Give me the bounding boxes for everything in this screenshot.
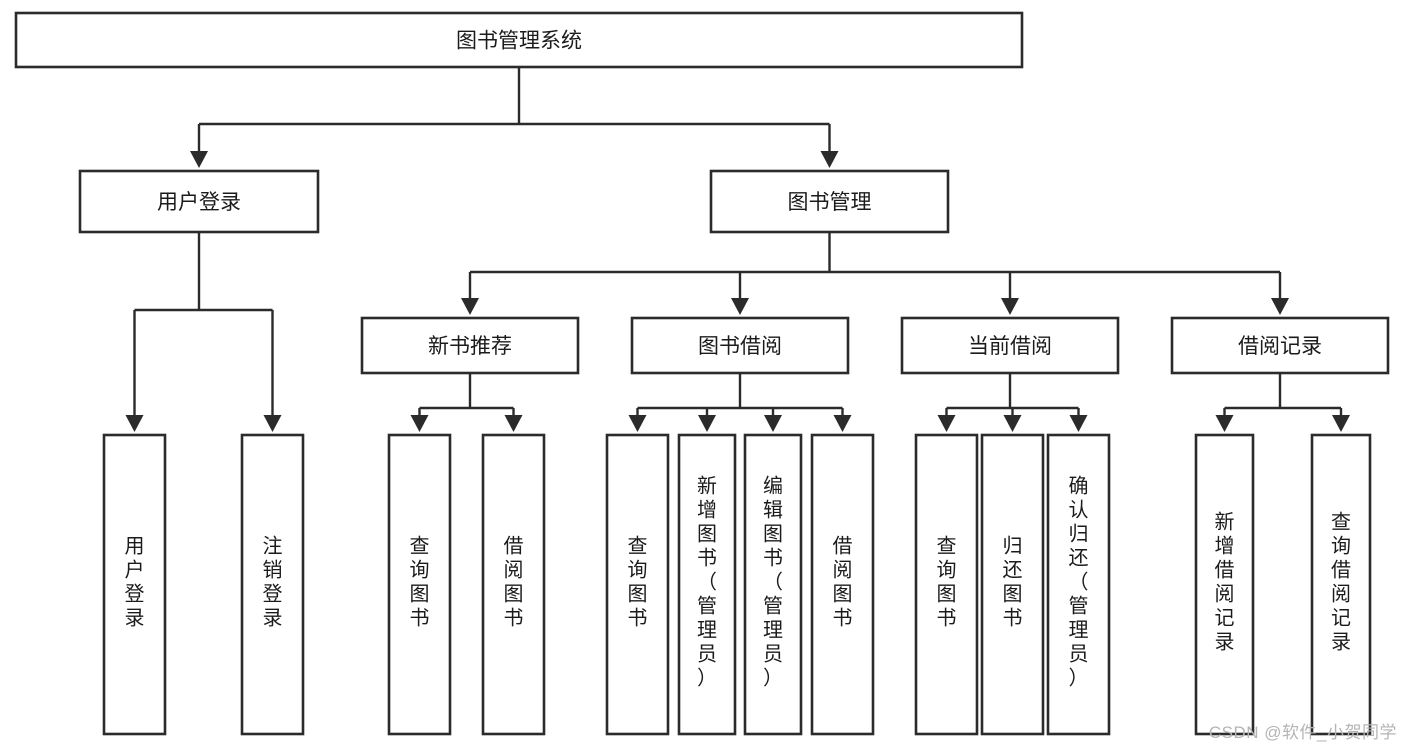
node-label: 用户登录 (157, 191, 241, 214)
node-box[interactable] (709, 169, 950, 234)
level3-node-borrow-record[interactable]: 借阅记录 (1170, 316, 1390, 375)
node-label: 确认归还（管理员） (1069, 475, 1089, 690)
node-label: 查询图书 (410, 535, 430, 630)
node-label: 图书管理 (788, 191, 872, 214)
arrow-head-icon (628, 415, 647, 432)
level3-node-book-borrow[interactable]: 图书借阅 (630, 316, 850, 375)
arrow-head-icon (764, 415, 782, 432)
node-box[interactable] (1170, 316, 1390, 375)
node-label: 新增图书（管理员） (697, 475, 717, 690)
node-box[interactable] (360, 316, 580, 375)
arrow-head-icon (504, 415, 523, 432)
leaf-node-leaf-query-book-1[interactable]: 查询图书 (387, 433, 452, 736)
arrow-head-icon (1069, 415, 1088, 432)
leaf-node-leaf-query-book-2[interactable]: 查询图书 (605, 433, 670, 736)
node-box[interactable] (1194, 433, 1255, 736)
node-box[interactable] (743, 433, 803, 736)
node-label: 注销登录 (263, 535, 283, 630)
node-box[interactable] (980, 433, 1045, 736)
node-label: 借阅图书 (504, 535, 524, 630)
node-box[interactable] (900, 316, 1120, 375)
node-box[interactable] (14, 11, 1024, 69)
node-label: 查询图书 (937, 535, 957, 630)
node-label: 用户登录 (125, 536, 145, 630)
arrow-head-icon (190, 151, 208, 168)
arrow-head-icon (1215, 415, 1234, 432)
arrow-head-icon (937, 415, 956, 432)
leaf-node-leaf-borrow-book-1[interactable]: 借阅图书 (481, 433, 546, 736)
level3-node-current-borrow[interactable]: 当前借阅 (900, 316, 1120, 375)
arrow-head-icon (1271, 298, 1289, 315)
arrow-head-icon (1332, 415, 1350, 432)
node-label: 当前借阅 (968, 335, 1052, 358)
leaf-node-leaf-confirm-return-admin[interactable]: 确认归还（管理员） (1046, 433, 1111, 736)
node-box[interactable] (810, 433, 875, 736)
node-label: 图书管理系统 (456, 30, 582, 53)
leaf-node-leaf-user-logout[interactable]: 注销登录 (240, 433, 305, 736)
root-node-book-management-system[interactable]: 图书管理系统 (14, 11, 1024, 69)
arrow-head-icon (125, 415, 144, 432)
node-box[interactable] (78, 169, 320, 234)
node-box[interactable] (481, 433, 546, 736)
leaf-node-leaf-add-book-admin[interactable]: 新增图书（管理员） (677, 433, 737, 736)
node-label: 查询图书 (628, 535, 648, 630)
node-label: 新增借阅记录 (1215, 511, 1235, 654)
node-box[interactable] (1046, 433, 1111, 736)
node-box[interactable] (630, 316, 850, 375)
node-box[interactable] (240, 433, 305, 736)
arrow-head-icon (833, 415, 852, 432)
level2-node-book-manage[interactable]: 图书管理 (709, 169, 950, 234)
node-label: 新书推荐 (428, 335, 512, 358)
arrow-head-icon (263, 415, 282, 432)
node-box[interactable] (387, 433, 452, 736)
leaf-node-leaf-user-login[interactable]: 用户登录 (102, 433, 167, 736)
arrow-head-icon (820, 151, 839, 168)
leaf-node-leaf-add-borrow-record[interactable]: 新增借阅记录 (1194, 433, 1255, 736)
arrow-head-icon (410, 415, 429, 432)
leaf-node-leaf-borrow-book-2[interactable]: 借阅图书 (810, 433, 875, 736)
node-box[interactable] (914, 433, 979, 736)
level2-node-user-login[interactable]: 用户登录 (78, 169, 320, 234)
arrow-head-icon (1001, 298, 1019, 315)
level3-node-new-book-recommend[interactable]: 新书推荐 (360, 316, 580, 375)
arrow-head-icon (1003, 415, 1022, 432)
node-label: 查询借阅记录 (1331, 511, 1351, 654)
arrow-head-icon (731, 298, 749, 315)
leaf-node-leaf-edit-book-admin[interactable]: 编辑图书（管理员） (743, 433, 803, 736)
node-label: 借阅图书 (833, 535, 853, 630)
arrow-head-icon (698, 415, 716, 432)
node-label: 归还图书 (1003, 535, 1023, 630)
connector-layer (125, 67, 1350, 432)
node-layer: 图书管理系统用户登录图书管理新书推荐图书借阅当前借阅借阅记录用户登录注销登录查询… (14, 11, 1390, 736)
node-box[interactable] (1310, 433, 1372, 736)
node-box[interactable] (102, 433, 167, 736)
node-box[interactable] (605, 433, 670, 736)
arrow-head-icon (461, 298, 479, 315)
node-label: 图书借阅 (698, 335, 782, 358)
leaf-node-leaf-return-book[interactable]: 归还图书 (980, 433, 1045, 736)
leaf-node-leaf-query-book-3[interactable]: 查询图书 (914, 433, 979, 736)
leaf-node-leaf-query-borrow-record[interactable]: 查询借阅记录 (1310, 433, 1372, 736)
node-label: 编辑图书（管理员） (763, 475, 783, 690)
csdn-watermark: CSDN @软件_小贺同学 (1208, 723, 1397, 742)
node-box[interactable] (677, 433, 737, 736)
node-label: 借阅记录 (1238, 335, 1322, 358)
